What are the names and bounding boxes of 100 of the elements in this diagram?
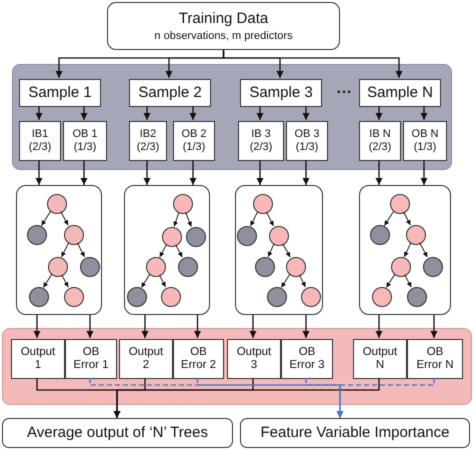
arrow (173, 212, 180, 227)
output-box: OB Error 1 (65, 339, 117, 379)
arrow (376, 315, 382, 338)
tree-node-circle (173, 194, 193, 214)
tree-node-circle (48, 257, 68, 277)
tree-panel (16, 185, 102, 315)
arrow (403, 211, 411, 226)
bag-box: OB 2 (1/3) (173, 121, 215, 161)
tree-node-circle (370, 225, 390, 245)
arrow (376, 106, 382, 120)
arrow (159, 274, 166, 288)
arrow (302, 160, 310, 185)
subtitle: n observations, m predictors (154, 30, 293, 42)
output-box: Output 1 (11, 339, 65, 379)
arrow (175, 244, 183, 258)
output-box: OB Error 2 (173, 339, 224, 379)
arrow (190, 106, 196, 120)
arrow (86, 315, 94, 338)
arrow (34, 315, 40, 338)
arrow (420, 160, 428, 185)
arrow (250, 212, 258, 226)
arrow (222, 50, 402, 78)
output-box: Output N (353, 339, 407, 379)
arrow (159, 244, 167, 258)
bag-box: IB1 (2/3) (19, 121, 61, 161)
arrow (80, 160, 88, 185)
tree-node-circle (255, 257, 275, 277)
data-box (107, 2, 340, 50)
result-box: Feature Variable Importance (240, 418, 470, 448)
output-box: Output 3 (227, 339, 281, 379)
tree-node-circle (64, 287, 84, 307)
arrow (114, 378, 380, 418)
tree-node-circle (146, 257, 166, 277)
output-box: Output 2 (119, 339, 173, 379)
arrow (336, 378, 435, 418)
output-box: OB Error N (407, 339, 463, 379)
tree-node-circle (161, 287, 181, 307)
arrow (282, 243, 291, 258)
sample-box: Sample 1 (19, 79, 101, 107)
arrow (430, 315, 438, 338)
tree-node-circle (423, 257, 443, 277)
arrow (404, 242, 412, 258)
sample-box: Sample N (359, 79, 441, 107)
tree-node-circle (286, 257, 306, 277)
tree-node-circle (301, 287, 321, 307)
arrow (140, 274, 150, 288)
arrow (250, 315, 256, 338)
tree-node-circle (127, 287, 147, 307)
bag-box: IB N (2/3) (359, 121, 401, 161)
tree-node-circle (390, 194, 410, 214)
tree-node-circle (178, 257, 198, 277)
bag-box: IB 3 (2/3) (238, 121, 284, 161)
arrow (299, 274, 306, 288)
bag-box: OB N (1/3) (403, 121, 447, 161)
tree-node-circle (372, 287, 392, 307)
tree-node-circle (162, 227, 182, 247)
arrow (61, 274, 69, 288)
tree-node-circle (269, 226, 289, 246)
tree-node-circle (406, 225, 426, 245)
arrow (42, 274, 52, 288)
arrow (40, 210, 52, 226)
bag-box: OB 3 (1/3) (286, 121, 328, 161)
arrow (144, 106, 150, 120)
arrow (384, 210, 394, 226)
tree-node-circle (64, 225, 84, 245)
arrow (61, 242, 69, 258)
heading: Training Data (178, 10, 268, 27)
sample-box: Sample 3 (240, 79, 322, 107)
arrow (376, 160, 382, 185)
arrow (386, 274, 396, 288)
arrow (305, 378, 344, 418)
ellipsis-text: … (336, 80, 352, 98)
arrow (302, 315, 310, 338)
arrow (256, 160, 264, 185)
tree-node-circle (267, 287, 287, 307)
output-panel (2, 328, 472, 405)
tree-node-circle (391, 257, 411, 277)
sample-panel (12, 64, 452, 170)
arrow (144, 160, 150, 185)
arrow (36, 106, 42, 120)
tree-node-circle (47, 194, 67, 214)
tree-node-circle (29, 287, 49, 307)
arrow (419, 242, 428, 258)
arrow (194, 315, 201, 338)
arrow (256, 106, 264, 120)
tree-node-circle (237, 226, 257, 246)
tree-node-circle (27, 225, 47, 245)
tree-panel (359, 185, 451, 315)
tree-panel (235, 185, 323, 315)
bag-box: IB2 (2/3) (129, 121, 167, 161)
arrow (36, 160, 42, 185)
arrow (266, 212, 274, 226)
arrow (280, 274, 290, 288)
tree-node-circle (186, 227, 206, 247)
arrow (268, 244, 274, 258)
arrow (60, 211, 69, 226)
arrow (190, 160, 196, 185)
arrow (185, 212, 192, 228)
output-box: OB Error 3 (281, 339, 333, 379)
tree-node-circle (253, 194, 273, 214)
